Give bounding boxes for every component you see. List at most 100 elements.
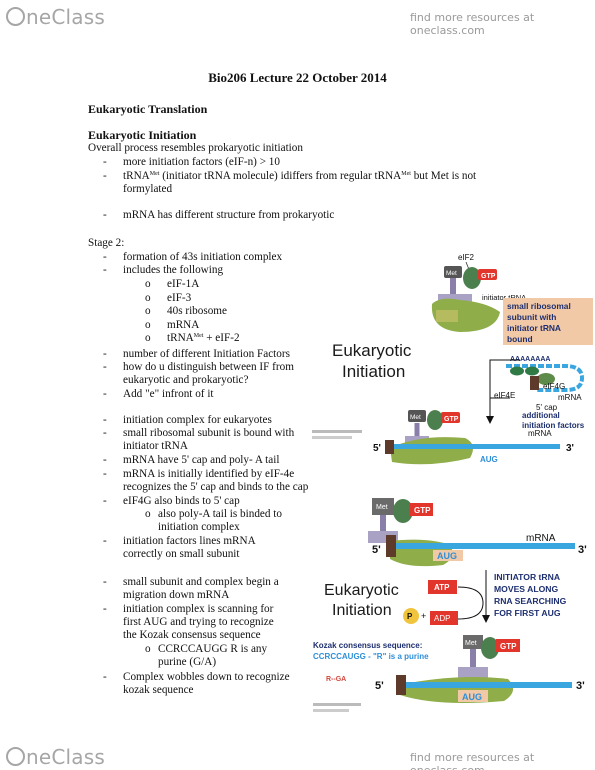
met-box [444, 266, 462, 278]
svg-text:mRNA: mRNA [558, 393, 582, 402]
bullet-dash: - [103, 170, 107, 182]
sub-item: 40s ribosome [167, 305, 227, 317]
subsection-heading: Eukaryotic Initiation [88, 128, 197, 142]
bullet-dash: - [103, 671, 107, 683]
svg-text:AUG: AUG [437, 551, 457, 561]
svg-text:GTP: GTP [481, 273, 496, 280]
sub-item: mRNA [167, 319, 200, 331]
bullet-dash: - [103, 414, 107, 426]
bullet-o: o [145, 332, 151, 344]
list-item: mRNA has different structure from prokar… [123, 209, 335, 221]
list-item-cont: formylated [123, 183, 173, 195]
oneclass-logo-footer: neClass [6, 745, 105, 769]
bullet-dash: - [103, 264, 107, 276]
mrna-strand [390, 444, 560, 449]
list-item: mRNA is initially identified by eIF-4e [123, 468, 295, 480]
list-item: mRNA have 5' cap and poly- A tail [123, 454, 280, 466]
list-item: number of different Initiation Factors [123, 348, 290, 360]
eukaryotic-initiation-figure-1: eIF2 Met GTP initiator tRNA small riboso… [310, 248, 595, 488]
find-more-link-footer[interactable]: find more resources at oneclass.com [410, 751, 535, 770]
svg-text:MOVES ALONG: MOVES ALONG [494, 584, 558, 594]
stage-label: Stage 2: [88, 237, 125, 249]
svg-text:3': 3' [566, 443, 574, 454]
bullet-dash: - [103, 209, 107, 221]
page-title: Bio206 Lecture 22 October 2014 [208, 70, 387, 85]
list-item-cont: the Kozak consensus sequence [123, 629, 261, 641]
svg-text:mRNA: mRNA [528, 429, 552, 438]
sub-item: CCRCCAUGG R is any [158, 643, 268, 655]
bullet-o: o [145, 508, 151, 520]
eif4e-label: eIF4E [494, 391, 515, 400]
list-item-cont: first AUG and trying to recognize [123, 616, 274, 628]
svg-text:+: + [421, 611, 426, 621]
bullet-dash: - [103, 454, 107, 466]
list-item: more initiation factors (eIF-n) > 10 [123, 156, 280, 168]
list-item-cont: eukaryotic and prokaryotic? [123, 374, 249, 386]
svg-text:3': 3' [576, 680, 585, 692]
bullet-dash: - [103, 576, 107, 588]
svg-text:Met: Met [446, 270, 457, 277]
bullet-dash: - [103, 468, 107, 480]
list-item: tRNAMet (initiator tRNA molecule) idiffe… [123, 170, 477, 182]
list-item: initiation complex is scanning for [123, 603, 274, 615]
list-item: initiation complex for eukaryotes [123, 414, 272, 426]
svg-text:Met: Met [465, 640, 477, 647]
find-more-link[interactable]: find more resources at oneclass.com [410, 11, 535, 37]
bullet-dash: - [103, 388, 107, 400]
section-heading: Eukaryotic Translation [88, 102, 208, 116]
svg-text:ADP: ADP [434, 614, 450, 623]
aug-label: AUG [480, 455, 498, 464]
sub-item: tRNAMet + eIF-2 [167, 332, 240, 344]
bullet-dash: - [103, 603, 107, 615]
bullet-o: o [145, 305, 151, 317]
svg-text:Met: Met [410, 414, 421, 421]
svg-text:5': 5' [372, 544, 381, 556]
sub-item-cont: initiation complex [158, 521, 240, 533]
polya-label: AAAAAAAA [510, 356, 550, 363]
kozak-sequence: CCRCCAUGG - "R" is a purine [313, 652, 429, 661]
kozak-label: Kozak consensus sequence: [313, 641, 422, 650]
svg-text:bound: bound [507, 334, 533, 344]
bullet-dash: - [103, 156, 107, 168]
sub-item: also poly-A tail is binded to [158, 508, 282, 520]
svg-text:P: P [407, 612, 413, 621]
list-item: includes the following [123, 264, 224, 276]
svg-text:FOR FIRST AUG: FOR FIRST AUG [494, 608, 561, 618]
bullet-dash: - [103, 361, 107, 373]
svg-text:GTP: GTP [444, 416, 459, 423]
svg-text:Initiation: Initiation [342, 362, 405, 381]
list-item: formation of 43s initiation complex [123, 251, 283, 263]
list-item: eIF4G also binds to 5' cap [123, 495, 240, 507]
gtp-box [478, 269, 497, 280]
eukaryotic-initiation-figure-2: Met GTP 5' 3' mRNA AUG Eukaryotic Initia… [308, 495, 595, 727]
initiator-trna-moves-label: INITIATOR tRNA [494, 572, 560, 582]
svg-text:initiation factors: initiation factors [522, 421, 585, 430]
list-item: small ribosomal subunit is bound with [123, 427, 295, 439]
bullet-dash: - [103, 427, 107, 439]
list-item-cont: recognizes the 5' cap and binds to the c… [123, 481, 309, 493]
svg-text:Met: Met [376, 504, 388, 511]
intro-text: Overall process resembles prokaryotic in… [88, 142, 303, 154]
list-item-cont: initiator tRNA [123, 440, 188, 452]
sub-item-cont: purine (G/A) [158, 656, 217, 668]
eif2-shape [463, 267, 481, 289]
svg-text:5': 5' [375, 680, 384, 692]
list-item-cont: correctly on small subunit [123, 548, 240, 560]
list-item: small subunit and complex begin a [123, 576, 279, 588]
bullet-o: o [145, 643, 151, 655]
svg-text:Initiation: Initiation [332, 602, 392, 619]
bullet-dash: - [103, 251, 107, 263]
eif4g-label: eIF4G [543, 382, 565, 391]
r-ga-label: R--GA [326, 676, 346, 683]
sub-item: eIF-1A [167, 278, 200, 290]
svg-text:initiator tRNA: initiator tRNA [507, 323, 561, 333]
list-item-cont: migration down mRNA [123, 589, 230, 601]
svg-text:5': 5' [373, 443, 381, 454]
svg-text:3': 3' [578, 544, 587, 556]
mrna-strand [390, 543, 575, 549]
svg-text:subunit with: subunit with [507, 312, 556, 322]
callout-small-subunit [503, 298, 593, 345]
bullet-o: o [145, 278, 151, 290]
list-item: initiation factors lines mRNA [123, 535, 256, 547]
bullet-dash: - [103, 535, 107, 547]
